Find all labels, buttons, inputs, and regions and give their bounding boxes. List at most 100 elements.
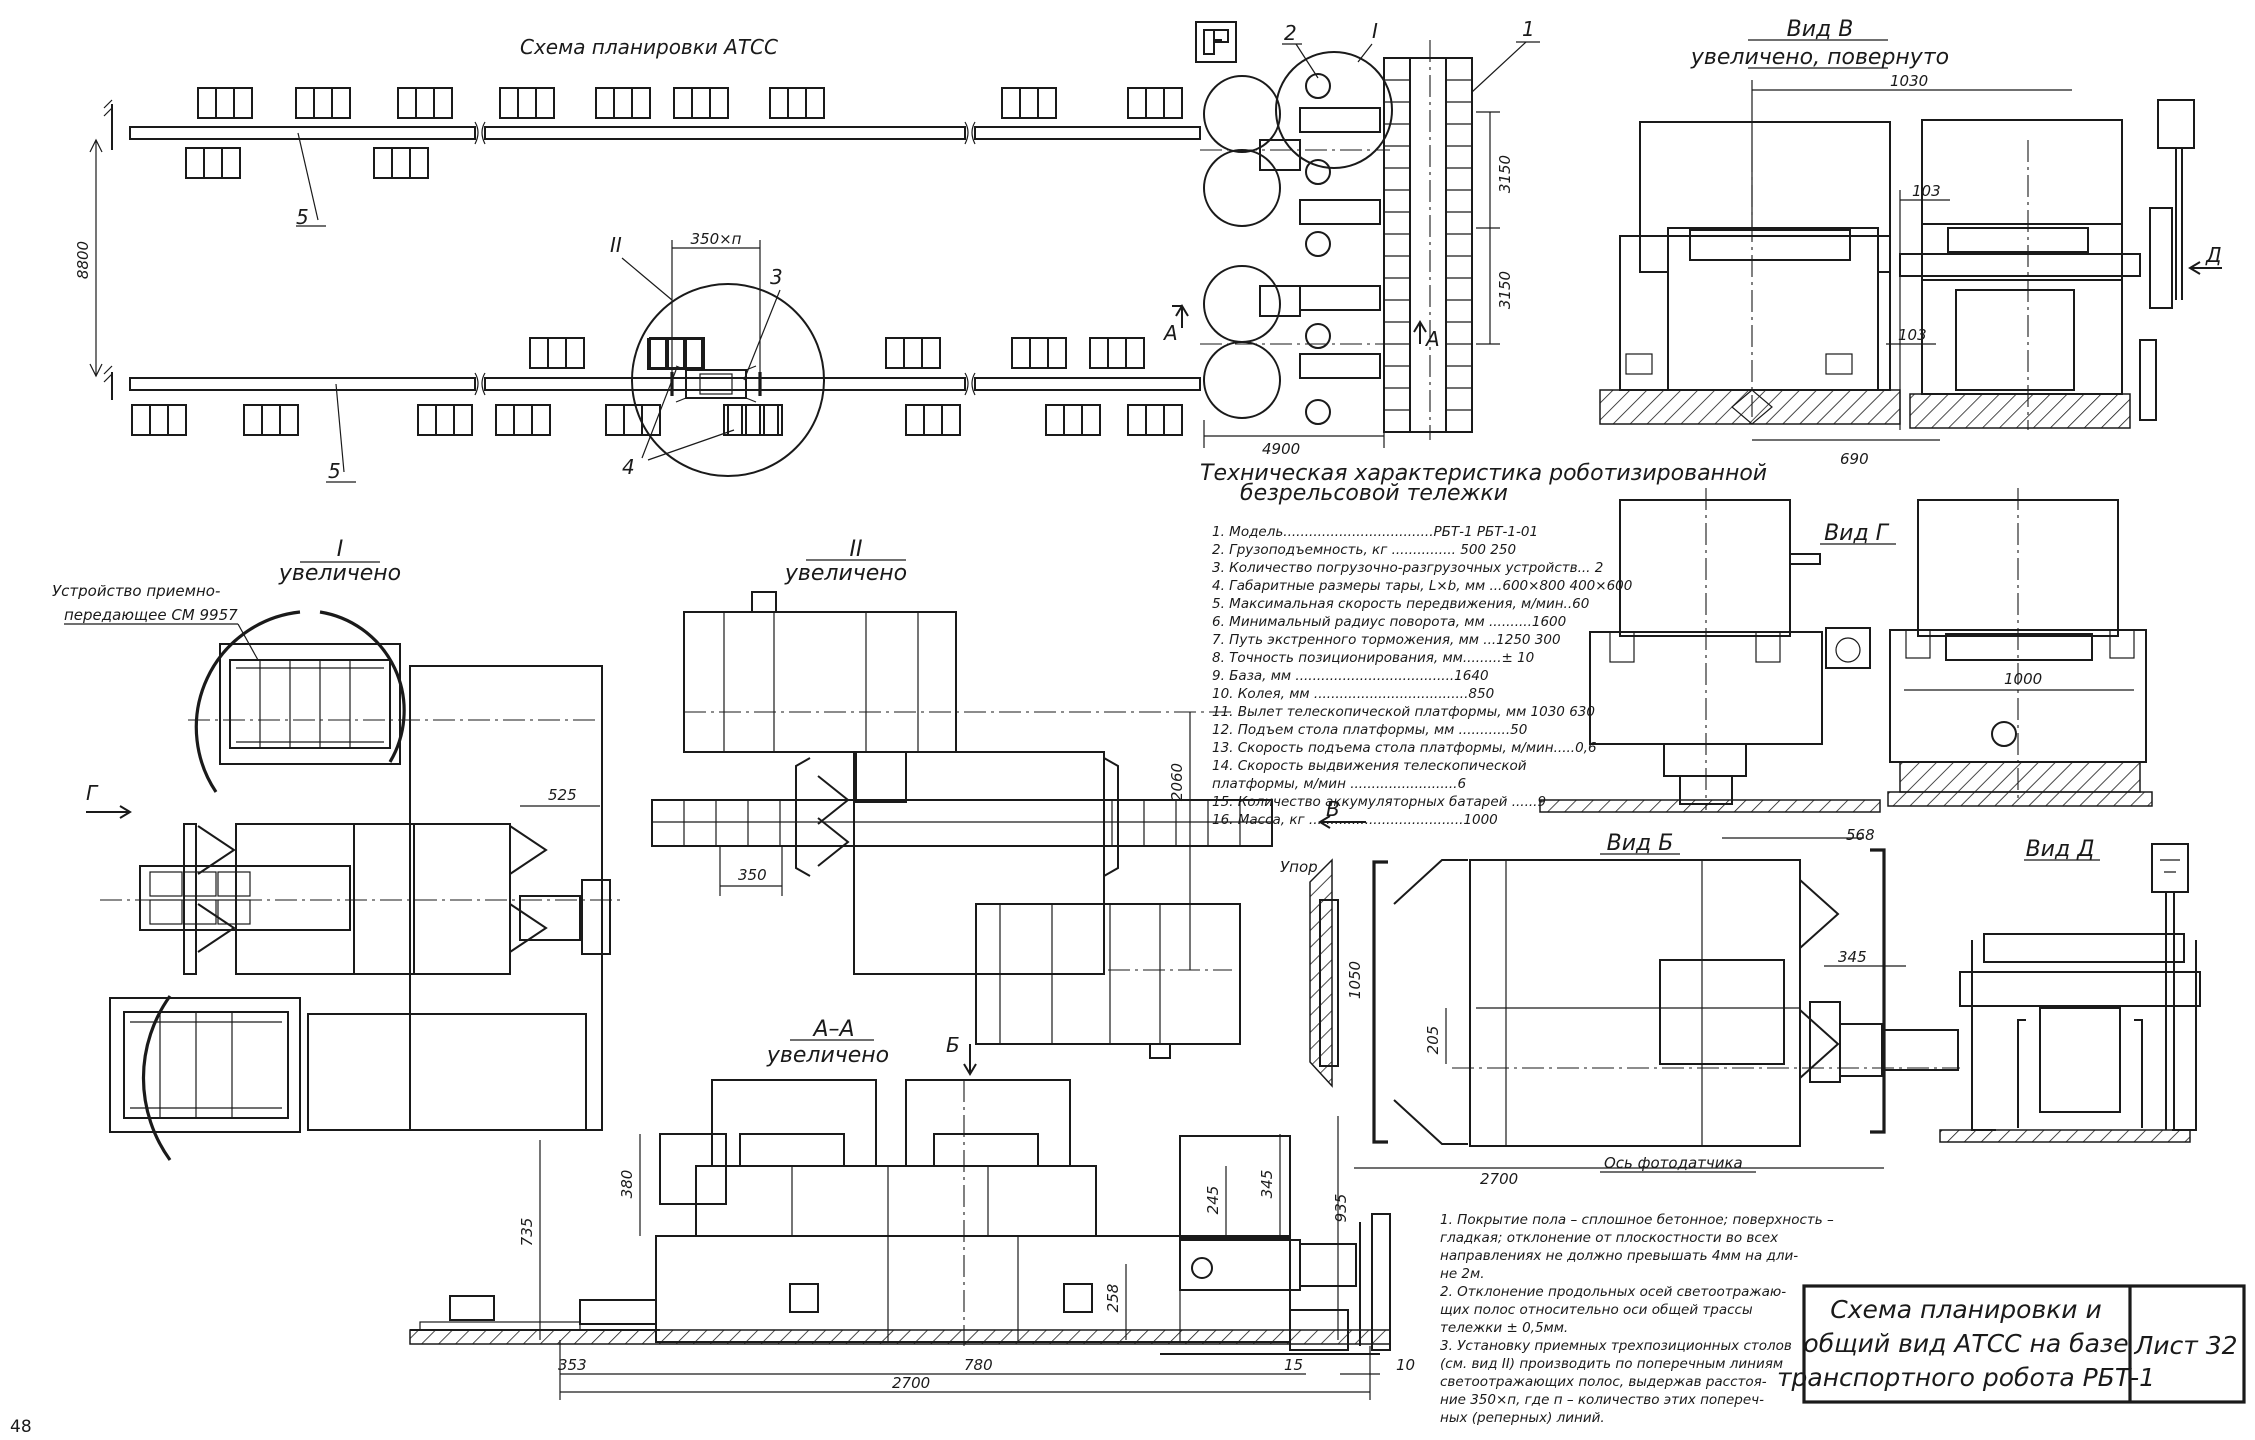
note-line: (см. вид II) производить по поперечным л… [1440, 1356, 1783, 1372]
spec-row: 14. Скорость выдвижения телескопической [1212, 758, 1527, 774]
spec-row: 1. Модель...............................… [1212, 524, 1538, 540]
dim-380: 380 [618, 1170, 636, 1199]
note-line: 1. Покрытие пола – сплошное бетонное; по… [1440, 1212, 1834, 1228]
dim-1050: 1050 [1346, 961, 1364, 999]
dim-103b: 103 [1898, 326, 1927, 344]
arrow-b: Б [946, 1033, 960, 1057]
dim-2060: 2060 [1168, 763, 1186, 801]
view-II-num: II [850, 537, 863, 562]
layout-scheme: Схема планировки АТСС [74, 35, 1201, 483]
dim-735: 735 [518, 1218, 536, 1247]
view-I: I увеличено Устройство приемно- передающ… [52, 537, 620, 1161]
detail-I-circle [1275, 51, 1393, 169]
note-line: светоотражающих полос, выдержав расстоя- [1440, 1374, 1767, 1390]
view-v: Вид В увеличено, повернуто 1030 Д [1599, 17, 2222, 468]
section-a-left: А [1162, 321, 1178, 345]
dim-245: 245 [1204, 1186, 1222, 1215]
note-line: 2. Отклонение продольных осей светоотраж… [1440, 1284, 1786, 1300]
dim-353: 353 [558, 1356, 587, 1374]
dim-345: 345 [1258, 1170, 1276, 1199]
device-label-2: передающее СМ 9957 [64, 606, 238, 624]
photo-sensor-icon [2151, 843, 2189, 893]
view-g: Вид Г 1000 [1539, 488, 2153, 813]
notes: 1. Покрытие пола – сплошное бетонное; по… [1440, 1212, 1834, 1426]
view-v-subtitle: увеличено, повернуто [1690, 45, 1949, 70]
dim-690: 690 [1840, 450, 1869, 468]
spec-row: 8. Точность позиционирования, мм........… [1212, 650, 1534, 666]
view-d-title: Вид Д [2026, 837, 2095, 862]
spec-row: 2. Грузоподъемность, кг ............... … [1212, 542, 1516, 558]
dim-2700b: 2700 [1480, 1170, 1518, 1188]
title-block: Схема планировки и общий вид АТСС на баз… [1777, 1284, 2246, 1404]
dim-780: 780 [964, 1356, 993, 1374]
dim-525: 525 [548, 786, 577, 804]
loading-area: 3150 3150 4900 А А 2 I 1 [1162, 17, 1540, 458]
dim-350n: 350×п [690, 230, 741, 248]
track-upper [129, 121, 1201, 145]
section-a-right: А [1424, 327, 1440, 351]
view-aa-sub: увеличено [766, 1043, 889, 1068]
track-lower [129, 372, 1201, 396]
upor-label: Упор [1280, 858, 1318, 876]
dim-8800: 8800 [74, 241, 92, 279]
stamp-line-1: Схема планировки и [1830, 1295, 2101, 1324]
spec-title-1: Техническая характеристика роботизирован… [1200, 461, 1767, 486]
spec-row: 15. Количество аккумуляторных батарей ..… [1212, 794, 1546, 810]
callout-1: 1 [1522, 17, 1535, 41]
page-number: 48 [10, 1417, 32, 1437]
note-line: гладкая; отклонение от плоскостности во … [1440, 1230, 1779, 1246]
callout-3: 3 [770, 265, 783, 289]
dim-3150a: 3150 [1496, 155, 1514, 193]
photo-axis-label: Ось фотодатчика [1604, 1154, 1743, 1172]
callout-I: I [1372, 19, 1378, 43]
note-line: не 2м. [1440, 1266, 1485, 1282]
dim-2700: 2700 [892, 1374, 930, 1392]
note-line: щих полос относительно оси общей трассы [1440, 1302, 1753, 1318]
callout-5a: 5 [296, 205, 309, 229]
callout-2: 2 [1284, 21, 1297, 45]
view-I-num: I [337, 537, 344, 562]
stamp-line-2: общий вид АТСС на базе [1803, 1329, 2128, 1358]
sheet-label: Лист 32 [2133, 1331, 2237, 1360]
dim-1030: 1030 [1890, 72, 1928, 90]
dim-935: 935 [1332, 1194, 1350, 1223]
dim-345b: 345 [1838, 948, 1867, 966]
section-aa: А–А увеличено Б [409, 1017, 1415, 1400]
spec-row: 12. Подъем стола платформы, мм .........… [1212, 722, 1527, 738]
spec-row: 16. Масса, кг ..........................… [1212, 812, 1498, 828]
layout-title: Схема планировки АТСС [520, 35, 778, 59]
dim-103a: 103 [1912, 182, 1941, 200]
dim-205: 205 [1424, 1026, 1442, 1055]
note-line: ние 350×п, где п – количество этих попер… [1440, 1392, 1764, 1408]
callout-4: 4 [622, 455, 635, 479]
view-aa-num: А–А [811, 1017, 854, 1042]
callout-II: II [610, 233, 622, 257]
stations [131, 87, 1183, 436]
arrow-g: Г [86, 781, 99, 805]
spec-row: 9. База, мм ............................… [1212, 668, 1489, 684]
note-line: 3. Установку приемных трехпозиционных ст… [1440, 1338, 1792, 1354]
dim-1000: 1000 [2004, 670, 2042, 688]
spec-row: 11. Вылет телескопической платформы, мм … [1212, 704, 1595, 720]
note-line: ных (реперных) линий. [1440, 1410, 1605, 1426]
note-line: направлениях не должно превышать 4мм на … [1440, 1248, 1798, 1264]
dim-3150b: 3150 [1496, 271, 1514, 309]
view-II-sub: увеличено [784, 561, 907, 586]
logo-mark-icon [1195, 21, 1237, 63]
stamp-line-3: транспортного робота РБТ-1 [1777, 1363, 2155, 1392]
spec-title-2: безрельсовой тележки [1240, 481, 1508, 506]
conveyor-1 [1383, 57, 1473, 433]
view-d: Вид Д [1939, 837, 2201, 1143]
spec-row: 10. Колея, мм ..........................… [1212, 686, 1494, 702]
note-line: тележки ± 0,5мм. [1440, 1320, 1568, 1336]
spec-row: 5. Максимальная скорость передвижения, м… [1212, 596, 1589, 612]
arrow-v: В [1326, 797, 1340, 821]
spec-row: 6. Минимальный радиус поворота, мм .....… [1212, 614, 1566, 630]
dim-10: 10 [1396, 1356, 1415, 1374]
view-v-title: Вид В [1787, 17, 1854, 42]
spec-row: 13. Скорость подъема стола платформы, м/… [1212, 740, 1597, 756]
dim-258: 258 [1104, 1284, 1122, 1313]
view-g-title: Вид Г [1824, 521, 1890, 546]
spec-row: платформы, м/мин .......................… [1212, 776, 1466, 792]
